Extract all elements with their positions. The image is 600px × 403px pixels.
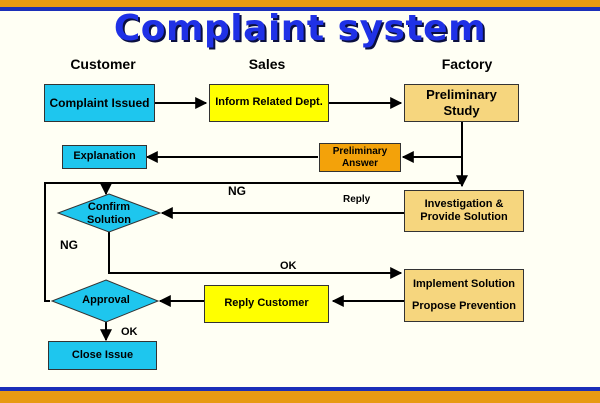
approval-diamond <box>50 279 160 323</box>
inform-related-dept-box: Inform Related Dept. <box>209 84 329 122</box>
page-title: Complaint system <box>113 8 487 49</box>
arrow-confirm-to-implement <box>108 232 403 279</box>
confirm-solution-label: Confirm Solution <box>87 200 131 226</box>
edge-label-ng-left: NG <box>60 238 78 252</box>
column-header-factory: Factory <box>441 56 493 72</box>
complaint-issued-box: Complaint Issued <box>44 84 155 122</box>
preliminary-study-box: Preliminary Study <box>404 84 519 122</box>
edge-label-ok-bottom: OK <box>121 326 138 338</box>
line-approval-ng-loop <box>44 182 106 302</box>
edge-label-reply: Reply <box>343 194 371 205</box>
edge-label-ok-middle: OK <box>280 260 297 272</box>
implement-solution-box: Implement Solution Propose Prevention <box>404 269 524 322</box>
bottom-orange-band <box>0 391 600 403</box>
top-orange-band <box>0 0 600 7</box>
column-header-sales: Sales <box>248 56 286 72</box>
bottom-blue-band <box>0 387 600 391</box>
reply-customer-box: Reply Customer <box>204 285 329 323</box>
top-blue-band <box>0 7 600 11</box>
edge-label-ng-top: NG <box>228 184 246 198</box>
explanation-box: Explanation <box>62 145 147 169</box>
investigation-box: Investigation & Provide Solution <box>404 190 524 232</box>
preliminary-answer-box: Preliminary Answer <box>319 143 401 172</box>
close-issue-box: Close Issue <box>48 341 157 370</box>
implement-solution-line: Implement Solution <box>412 278 516 291</box>
confirm-solution-diamond <box>56 193 162 233</box>
propose-prevention-line: Propose Prevention <box>412 299 516 312</box>
approval-label: Approval <box>82 294 130 307</box>
column-header-customer: Customer <box>70 56 136 72</box>
